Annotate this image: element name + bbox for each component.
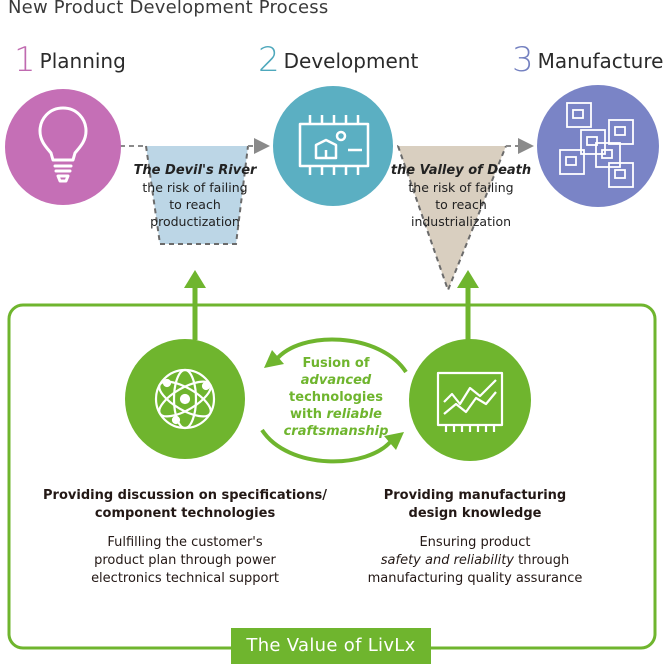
line-graph-icon xyxy=(436,371,504,432)
devils-river-funnel xyxy=(145,145,249,245)
atom-icon xyxy=(154,368,216,430)
fusion-line: reliable xyxy=(326,407,382,422)
gap-heading: The Devil's River xyxy=(133,163,257,178)
value-label: The Value of LivLx xyxy=(231,628,431,664)
planning-circle xyxy=(5,89,121,205)
stage-number: 3 xyxy=(512,40,534,80)
stage-label: Development xyxy=(283,49,419,73)
gap-heading: the Valley of Death xyxy=(390,163,532,178)
gap-line: productization xyxy=(150,214,240,229)
circuit-boards-icon xyxy=(559,102,634,188)
left-desc-line: product plan through power xyxy=(94,553,276,568)
page-title: New Product Development Process xyxy=(8,0,329,18)
right-heading: Providing manufacturing design knowledge xyxy=(345,487,605,523)
stage-number: 1 xyxy=(14,40,36,80)
gap-line: the risk of failing xyxy=(408,180,514,195)
stage-label: Planning xyxy=(39,49,126,73)
green-arrow-right xyxy=(457,270,479,340)
left-desc-line: electronics technical support xyxy=(91,571,279,586)
green-arrow-left xyxy=(184,270,206,340)
right-desc-line: through xyxy=(514,553,570,568)
fusion-line: craftsmanship xyxy=(283,424,389,439)
gap-line: to reach xyxy=(435,197,487,212)
right-description: Ensuring product safety and reliability … xyxy=(345,534,605,588)
valley-of-death-text: the Valley of Death the risk of failing … xyxy=(386,162,536,230)
fusion-line: with xyxy=(290,407,327,422)
left-heading-line: Providing discussion on specifications/ xyxy=(43,488,327,503)
left-heading-line: component technologies xyxy=(94,506,276,521)
circuit-board-icon xyxy=(298,115,370,175)
manufacturing-circle xyxy=(409,339,531,461)
stage-label: Manufacture xyxy=(537,49,664,73)
fusion-line: advanced xyxy=(300,373,372,388)
gap-line: the risk of failing xyxy=(142,180,248,195)
fusion-text: Fusion of advanced technologies with rel… xyxy=(282,355,390,440)
fusion-arrow-top xyxy=(264,337,408,374)
manufacture-circle xyxy=(537,85,659,207)
gap-line: to reach xyxy=(169,197,221,212)
right-heading-line: Providing manufacturing xyxy=(383,488,567,503)
gap-line: industrialization xyxy=(410,214,512,229)
right-desc-line: manufacturing quality assurance xyxy=(367,571,583,586)
fusion-arrow-bottom xyxy=(260,428,404,464)
lightbulb-icon xyxy=(38,106,88,183)
right-desc-line: Ensuring product xyxy=(419,535,531,550)
development-circle xyxy=(273,86,393,206)
left-description: Fulfilling the customer's product plan t… xyxy=(20,534,350,588)
fusion-line: technologies xyxy=(289,390,383,405)
left-heading: Providing discussion on specifications/ … xyxy=(20,487,350,523)
left-desc-line: Fulfilling the customer's xyxy=(107,535,263,550)
valley-of-death-funnel xyxy=(397,145,507,293)
right-heading-line: design knowledge xyxy=(408,506,542,521)
right-desc-line: safety and reliability xyxy=(380,553,515,568)
devils-river-text: The Devil's River the risk of failing to… xyxy=(120,162,270,230)
fusion-line: Fusion of xyxy=(302,356,370,371)
stage-number: 2 xyxy=(258,40,280,80)
